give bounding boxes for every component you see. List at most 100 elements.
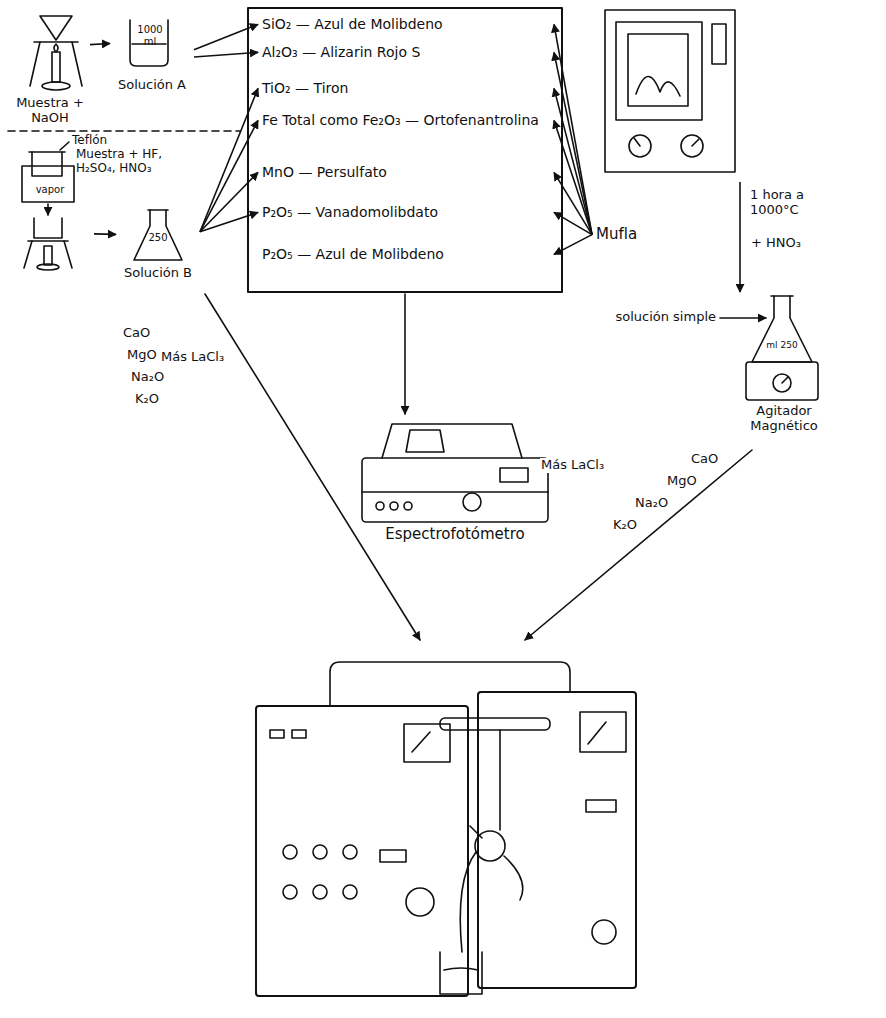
aa-instrument-sketch [313, 845, 327, 859]
flow-arrow [194, 24, 258, 49]
flow-arrow [554, 52, 592, 234]
instrument-box: Espectrofotómetro [350, 410, 560, 550]
stirrer-sketch [771, 295, 793, 297]
furnace-sketch [681, 135, 703, 157]
flow-arrow [200, 120, 258, 231]
aa-instrument-sketch [440, 952, 482, 994]
flow-arrow [404, 294, 406, 414]
aa-instrument-sketch [592, 920, 616, 944]
formula-label: K₂O [134, 392, 160, 407]
flow-arrow [739, 182, 741, 292]
aa-instrument-sketch [270, 730, 284, 738]
flow-arrow [194, 52, 258, 57]
steam-bath-sketch [47, 204, 49, 215]
method-row: TiO₂ — Tiron [258, 78, 554, 99]
flask-sketch [148, 209, 168, 211]
node-text: Mufla [596, 226, 656, 243]
stirrer-sketch [720, 296, 818, 400]
spectrophotometer-sketch [376, 502, 384, 510]
formula-label: Más LaCl₃ [160, 350, 225, 365]
aa-instrument-sketch [440, 718, 550, 730]
flow-arrow [205, 294, 420, 640]
method-row: Fe Total como Fe₂O₃ — Ortofenantrolina [258, 110, 554, 131]
flow-arrow [94, 233, 116, 235]
method-row: SiO₂ — Azul de Molibdeno [258, 14, 554, 35]
spectrophotometer-sketch [500, 468, 528, 482]
aa-instrument-sketch [460, 852, 476, 952]
burner-sketch [37, 264, 59, 270]
stirrer-sketch [746, 362, 818, 400]
aa-instrument-sketch [256, 706, 468, 996]
method-box [248, 8, 562, 292]
node-text: vapor [24, 184, 76, 196]
furnace-box: Mufla [588, 4, 748, 182]
formula-label: + HNO₃ [750, 236, 802, 251]
furnace-sketch [712, 24, 726, 64]
aa-instrument-sketch [444, 968, 478, 970]
burner-sketch [52, 52, 60, 82]
flask-box: 1000 mlSolución A [110, 12, 194, 102]
apparatus-box: TeflónMuestra + HF, H₂SO₄, HNO₃vapor [14, 136, 94, 272]
node-text: ml 250 [762, 340, 802, 350]
method-row: Al₂O₃ — Alizarin Rojo S [258, 42, 554, 63]
aa-instrument-sketch [478, 692, 636, 988]
furnace-sketch [628, 34, 688, 106]
flask-sketch [134, 210, 182, 260]
spectrophotometer-sketch [390, 502, 398, 510]
burner-sketch [40, 16, 72, 40]
edge-label: 1 hora a 1000°C [750, 188, 842, 218]
aa-instrument-sketch [283, 845, 297, 859]
furnace-sketch [605, 10, 735, 172]
node-text: 1000 ml [130, 24, 170, 47]
burner-sketch [44, 246, 52, 265]
formula-label: K₂O [612, 518, 638, 533]
node-text: Muestra + NaOH [10, 96, 90, 126]
burner-sketch [54, 44, 58, 52]
spectrophotometer-sketch [362, 491, 548, 493]
method-text: SiO₂ — Azul de Molibdeno [258, 14, 554, 35]
furnace-sketch [616, 22, 702, 120]
burner-sketch [24, 218, 72, 270]
stirrer-sketch [752, 296, 812, 362]
flow-arrow [200, 88, 258, 231]
burner-sketch [42, 82, 70, 90]
furnace-sketch [605, 10, 735, 172]
aa-instrument-sketch [292, 730, 306, 738]
method-row: P₂O₅ — Azul de Molibdeno [258, 244, 554, 265]
method-text: Al₂O₃ — Alizarin Rojo S [258, 42, 554, 63]
burner-sketch [30, 16, 82, 90]
spectrophotometer-sketch [404, 502, 412, 510]
furnace-sketch [636, 76, 680, 96]
steam-bath-sketch [22, 142, 74, 215]
formula-label: CaO [690, 452, 719, 467]
furnace-sketch [634, 138, 640, 146]
method-text: Fe Total como Fe₂O₃ — Ortofenantrolina [258, 110, 554, 131]
burner-sketch [30, 42, 40, 86]
flask-box: 250Solución B [116, 206, 200, 292]
burner-sketch [28, 240, 68, 242]
aa-instrument-sketch [586, 800, 616, 812]
aa-instrument-sketch [470, 826, 482, 838]
stirrer-sketch [720, 317, 766, 319]
node-text: Espectrofotómetro [350, 526, 560, 543]
aa-instrument-sketch [412, 732, 430, 752]
method-text: MnO — Persulfato [258, 162, 554, 183]
flow-arrow [554, 212, 592, 234]
aa-instrument-sketch [588, 722, 606, 744]
aa-instrument-sketch [343, 845, 357, 859]
spectrophotometer-sketch [362, 458, 548, 522]
method-text: P₂O₅ — Azul de Molibdeno [258, 244, 554, 265]
apparatus-box: Muestra + NaOH [10, 8, 90, 130]
flow-arrow [554, 172, 592, 234]
burner-sketch [24, 241, 32, 268]
node-text: 250 [138, 232, 178, 244]
node-text: solución simple [598, 310, 716, 325]
burner-sketch [34, 218, 62, 238]
node-text: Agitador Magnético [722, 404, 846, 434]
flow-arrow [554, 235, 592, 255]
node-text: Teflón [72, 134, 122, 148]
method-row: MnO — Persulfato [258, 162, 554, 183]
dashed-divider [8, 130, 240, 132]
node-text: Solución B [116, 266, 200, 281]
aa-instrument-sketch [330, 662, 570, 706]
